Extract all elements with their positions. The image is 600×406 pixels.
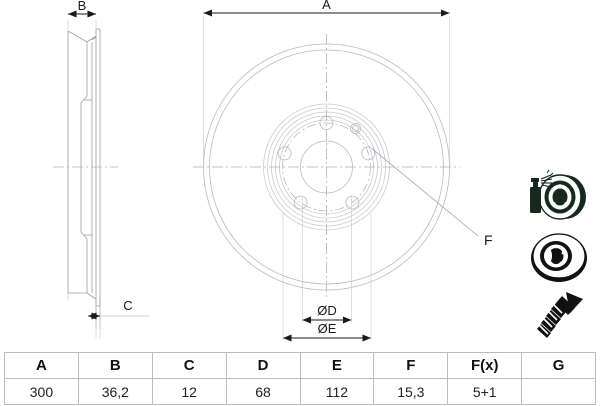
thumbnail-spray-can-and-disc [530,169,586,220]
dimension-c-label: C [123,298,132,313]
table-header-a: A [4,352,79,379]
table-cell-fx: 5+1 [447,378,523,405]
table-header-b: B [77,352,153,379]
threaded-locating-hole [350,123,361,134]
table-cell-e: 112 [299,378,375,405]
technical-drawing-canvas: B C [53,0,587,342]
bottom-extension-lines [282,196,372,340]
dimension-a-label: A [322,0,331,12]
side-section-view [80,28,101,329]
table-header-d: D [225,352,301,379]
side-view-extension-lines [67,20,101,338]
table-header-c: C [151,352,227,379]
table-cell-b: 36,2 [77,378,153,405]
table-row: 300 36,2 12 68 112 15,3 5+1 [4,378,596,405]
bolt-hole-3 [345,195,360,210]
front-view-centerlines [193,34,460,300]
table-header-row: A B C D E F F(x) G [4,352,596,379]
table-cell-g [521,378,596,405]
dimension-f-label: F [484,232,493,248]
table-header-f: F [373,352,449,379]
dimension-a: A [203,0,450,17]
bolt-hole-5 [277,146,292,161]
dimension-a-extension-lines [203,16,450,170]
dimension-diameter-e: ØE [283,321,371,342]
dimension-b: B [68,0,96,18]
thumbnail-brake-disc-angled [531,233,587,282]
side-view-outer-skin [67,30,88,294]
table-header-g: G [521,352,596,379]
dimension-d-label: ØD [317,303,337,318]
bolt-hole-4 [293,195,308,210]
table-header-fx: F(x) [447,352,523,379]
specification-table: A B C D E F F(x) G 300 36,2 12 68 112 15… [4,352,596,405]
table-header-e: E [299,352,375,379]
table-cell-f: 15,3 [373,378,449,405]
table-cell-a: 300 [4,378,79,405]
bolt-hole-2 [361,146,376,161]
dimension-diameter-d: ØD [302,303,352,324]
table-cell-d: 68 [225,378,301,405]
thumbnail-countersunk-screw [537,292,583,338]
dimension-e-label: ØE [318,321,337,336]
dimension-b-label: B [78,0,87,13]
leader-f: F [372,148,493,248]
dimension-c: C [88,298,150,320]
table-cell-c: 12 [151,378,227,405]
